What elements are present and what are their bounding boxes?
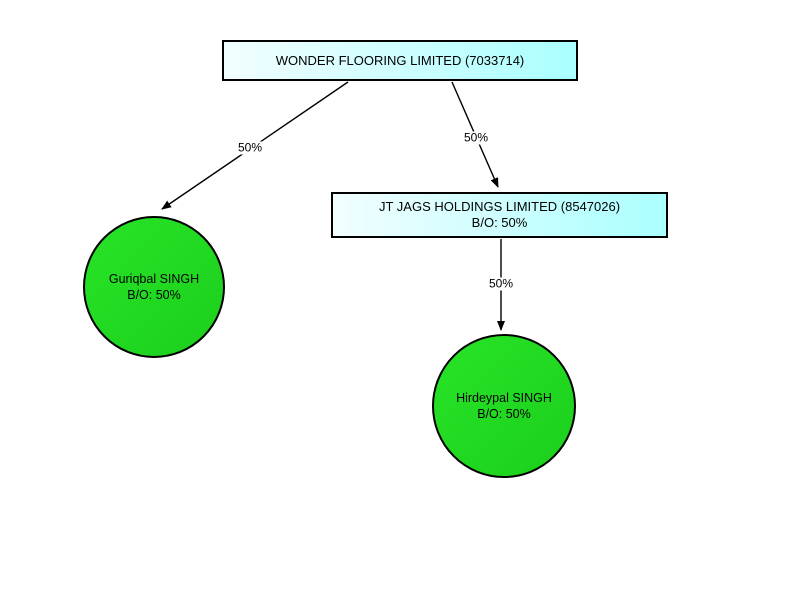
edge-label-subsidiary-to-person-right: 50% bbox=[487, 276, 515, 291]
company-node-label: JT JAGS HOLDINGS LIMITED (8547026) bbox=[378, 199, 621, 214]
person-node-name: Hirdeypal SINGH bbox=[456, 391, 552, 405]
company-node-ownership: B/O: 50% bbox=[471, 215, 528, 230]
person-node-ownership: B/O: 50% bbox=[477, 407, 531, 421]
company-node-jt-jags-holdings[interactable]: JT JAGS HOLDINGS LIMITED (8547026) B/O: … bbox=[331, 192, 668, 238]
company-node-wonder-flooring[interactable]: WONDER FLOORING LIMITED (7033714) bbox=[222, 40, 578, 81]
person-node-ownership: B/O: 50% bbox=[127, 288, 181, 302]
person-node-hirdeypal-singh[interactable]: Hirdeypal SINGH B/O: 50% bbox=[432, 334, 576, 478]
person-node-name: Guriqbal SINGH bbox=[108, 272, 200, 286]
company-node-label: WONDER FLOORING LIMITED (7033714) bbox=[275, 52, 525, 68]
edge-label-root-to-person-left: 50% bbox=[236, 140, 264, 155]
edge-label-root-to-subsidiary: 50% bbox=[462, 130, 490, 145]
person-node-guriqbal-singh[interactable]: Guriqbal SINGH B/O: 50% bbox=[83, 216, 225, 358]
